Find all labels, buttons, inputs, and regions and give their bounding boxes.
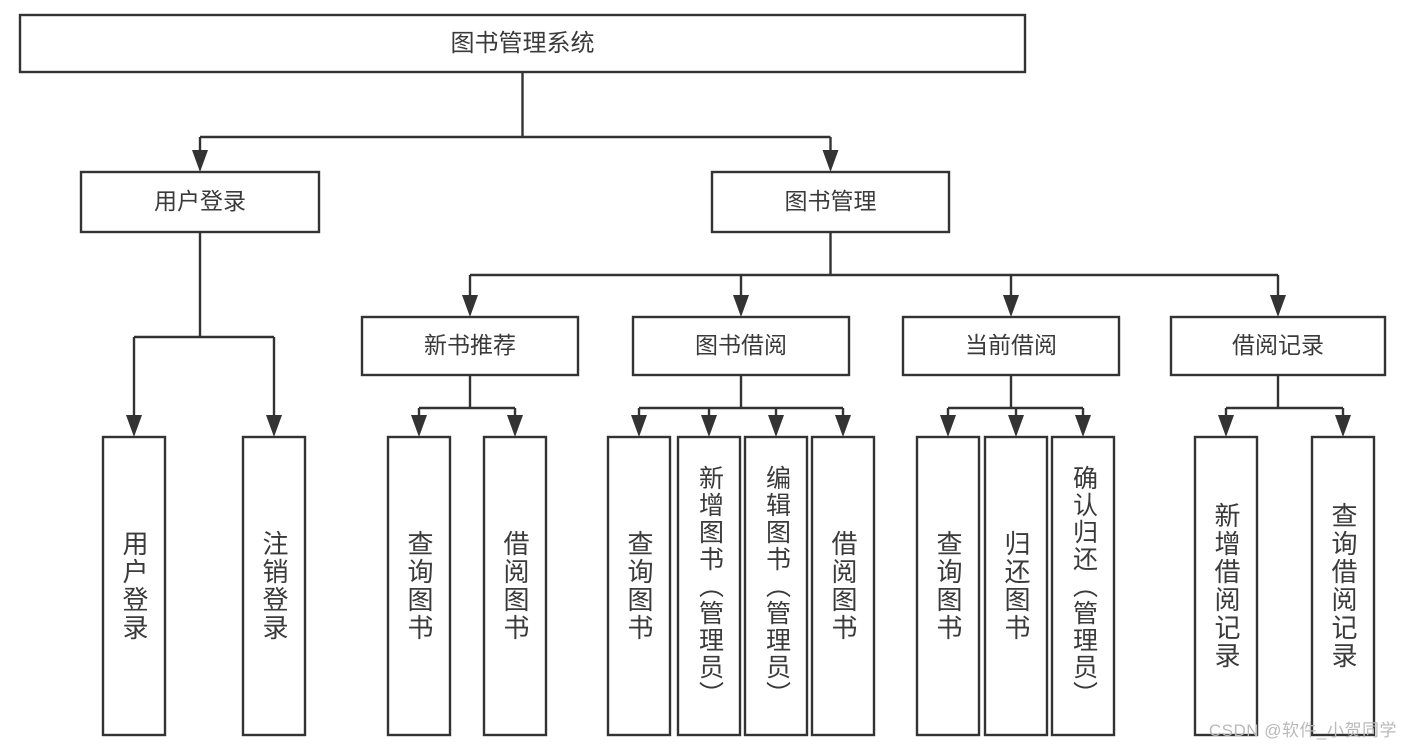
node-box-leaf-query-book-rec[interactable] — [386, 435, 452, 737]
current-borrow-to-leaf-return-book-arrowhead — [1008, 415, 1024, 437]
node-box-leaf-query-book-bor[interactable] — [606, 435, 672, 737]
node-box-leaf-user-logout[interactable] — [241, 435, 307, 737]
current-borrow-to-leaf-query-book-cur-arrowhead — [940, 415, 956, 437]
node-label-borrow-record: 借阅记录 — [1232, 332, 1324, 358]
connector-layer — [126, 72, 1351, 437]
book-borrow-to-leaf-query-book-bor-arrowhead — [631, 415, 647, 437]
node-box-leaf-borrow-book-rec[interactable] — [482, 435, 548, 737]
borrow-record-to-leaf-query-borrow-record-arrowhead — [1335, 415, 1351, 437]
node-box-leaf-query-book-cur[interactable] — [915, 435, 981, 737]
book-borrow-to-leaf-add-book-admin-arrowhead — [701, 415, 717, 437]
node-label-new-book-recommend: 新书推荐 — [424, 332, 516, 358]
node-box-leaf-user-login[interactable] — [101, 435, 167, 737]
node-label-user-login: 用户登录 — [154, 188, 246, 214]
node-box-leaf-query-borrow-record[interactable] — [1310, 435, 1376, 737]
node-box-root[interactable] — [18, 13, 1027, 74]
borrow-record-to-leaf-add-borrow-record-arrowhead — [1218, 415, 1234, 437]
node-box-leaf-add-borrow-record[interactable] — [1193, 435, 1259, 737]
root-to-book-manage-arrowhead — [822, 150, 839, 172]
node-label-current-borrow: 当前借阅 — [965, 332, 1057, 358]
user-login-to-leaf-user-logout-arrowhead — [266, 415, 282, 437]
user-login-to-leaf-user-login-arrowhead — [126, 415, 142, 437]
node-box-leaf-return-book[interactable] — [983, 435, 1049, 737]
new-book-recommend-to-leaf-borrow-book-rec-arrowhead — [507, 415, 523, 437]
node-box-leaf-borrow-book-bor[interactable] — [810, 435, 876, 737]
book-manage-to-book-borrow-arrowhead — [733, 295, 749, 317]
node-label-book-borrow: 图书借阅 — [695, 332, 787, 358]
node-box-book-borrow[interactable] — [631, 315, 851, 377]
node-box-book-manage[interactable] — [710, 170, 951, 234]
node-box-leaf-confirm-return-admin[interactable] — [1050, 435, 1116, 737]
node-box-user-login[interactable] — [79, 170, 321, 234]
node-box-new-book-recommend[interactable] — [360, 315, 580, 377]
book-borrow-to-leaf-borrow-book-bor-arrowhead — [835, 415, 851, 437]
node-box-leaf-edit-book-admin[interactable] — [743, 435, 809, 737]
book-manage-to-current-borrow-arrowhead — [1003, 295, 1019, 317]
book-manage-to-borrow-record-arrowhead — [1270, 295, 1286, 317]
node-label-root: 图书管理系统 — [451, 30, 595, 57]
node-box-layer — [18, 13, 1387, 737]
new-book-recommend-to-leaf-query-book-rec-arrowhead — [411, 415, 427, 437]
csdn-watermark: CSDN @软件_小贺同学 — [1208, 721, 1397, 740]
node-box-borrow-record[interactable] — [1169, 315, 1387, 377]
book-borrow-to-leaf-edit-book-admin-arrowhead — [768, 415, 784, 437]
current-borrow-to-leaf-confirm-return-admin-arrowhead — [1075, 415, 1091, 437]
node-label-book-manage: 图书管理 — [785, 188, 877, 214]
node-box-leaf-add-book-admin[interactable] — [676, 435, 742, 737]
book-manage-to-new-book-recommend-arrowhead — [462, 295, 478, 317]
root-to-user-login-arrowhead — [192, 150, 208, 172]
node-box-current-borrow[interactable] — [901, 315, 1121, 377]
